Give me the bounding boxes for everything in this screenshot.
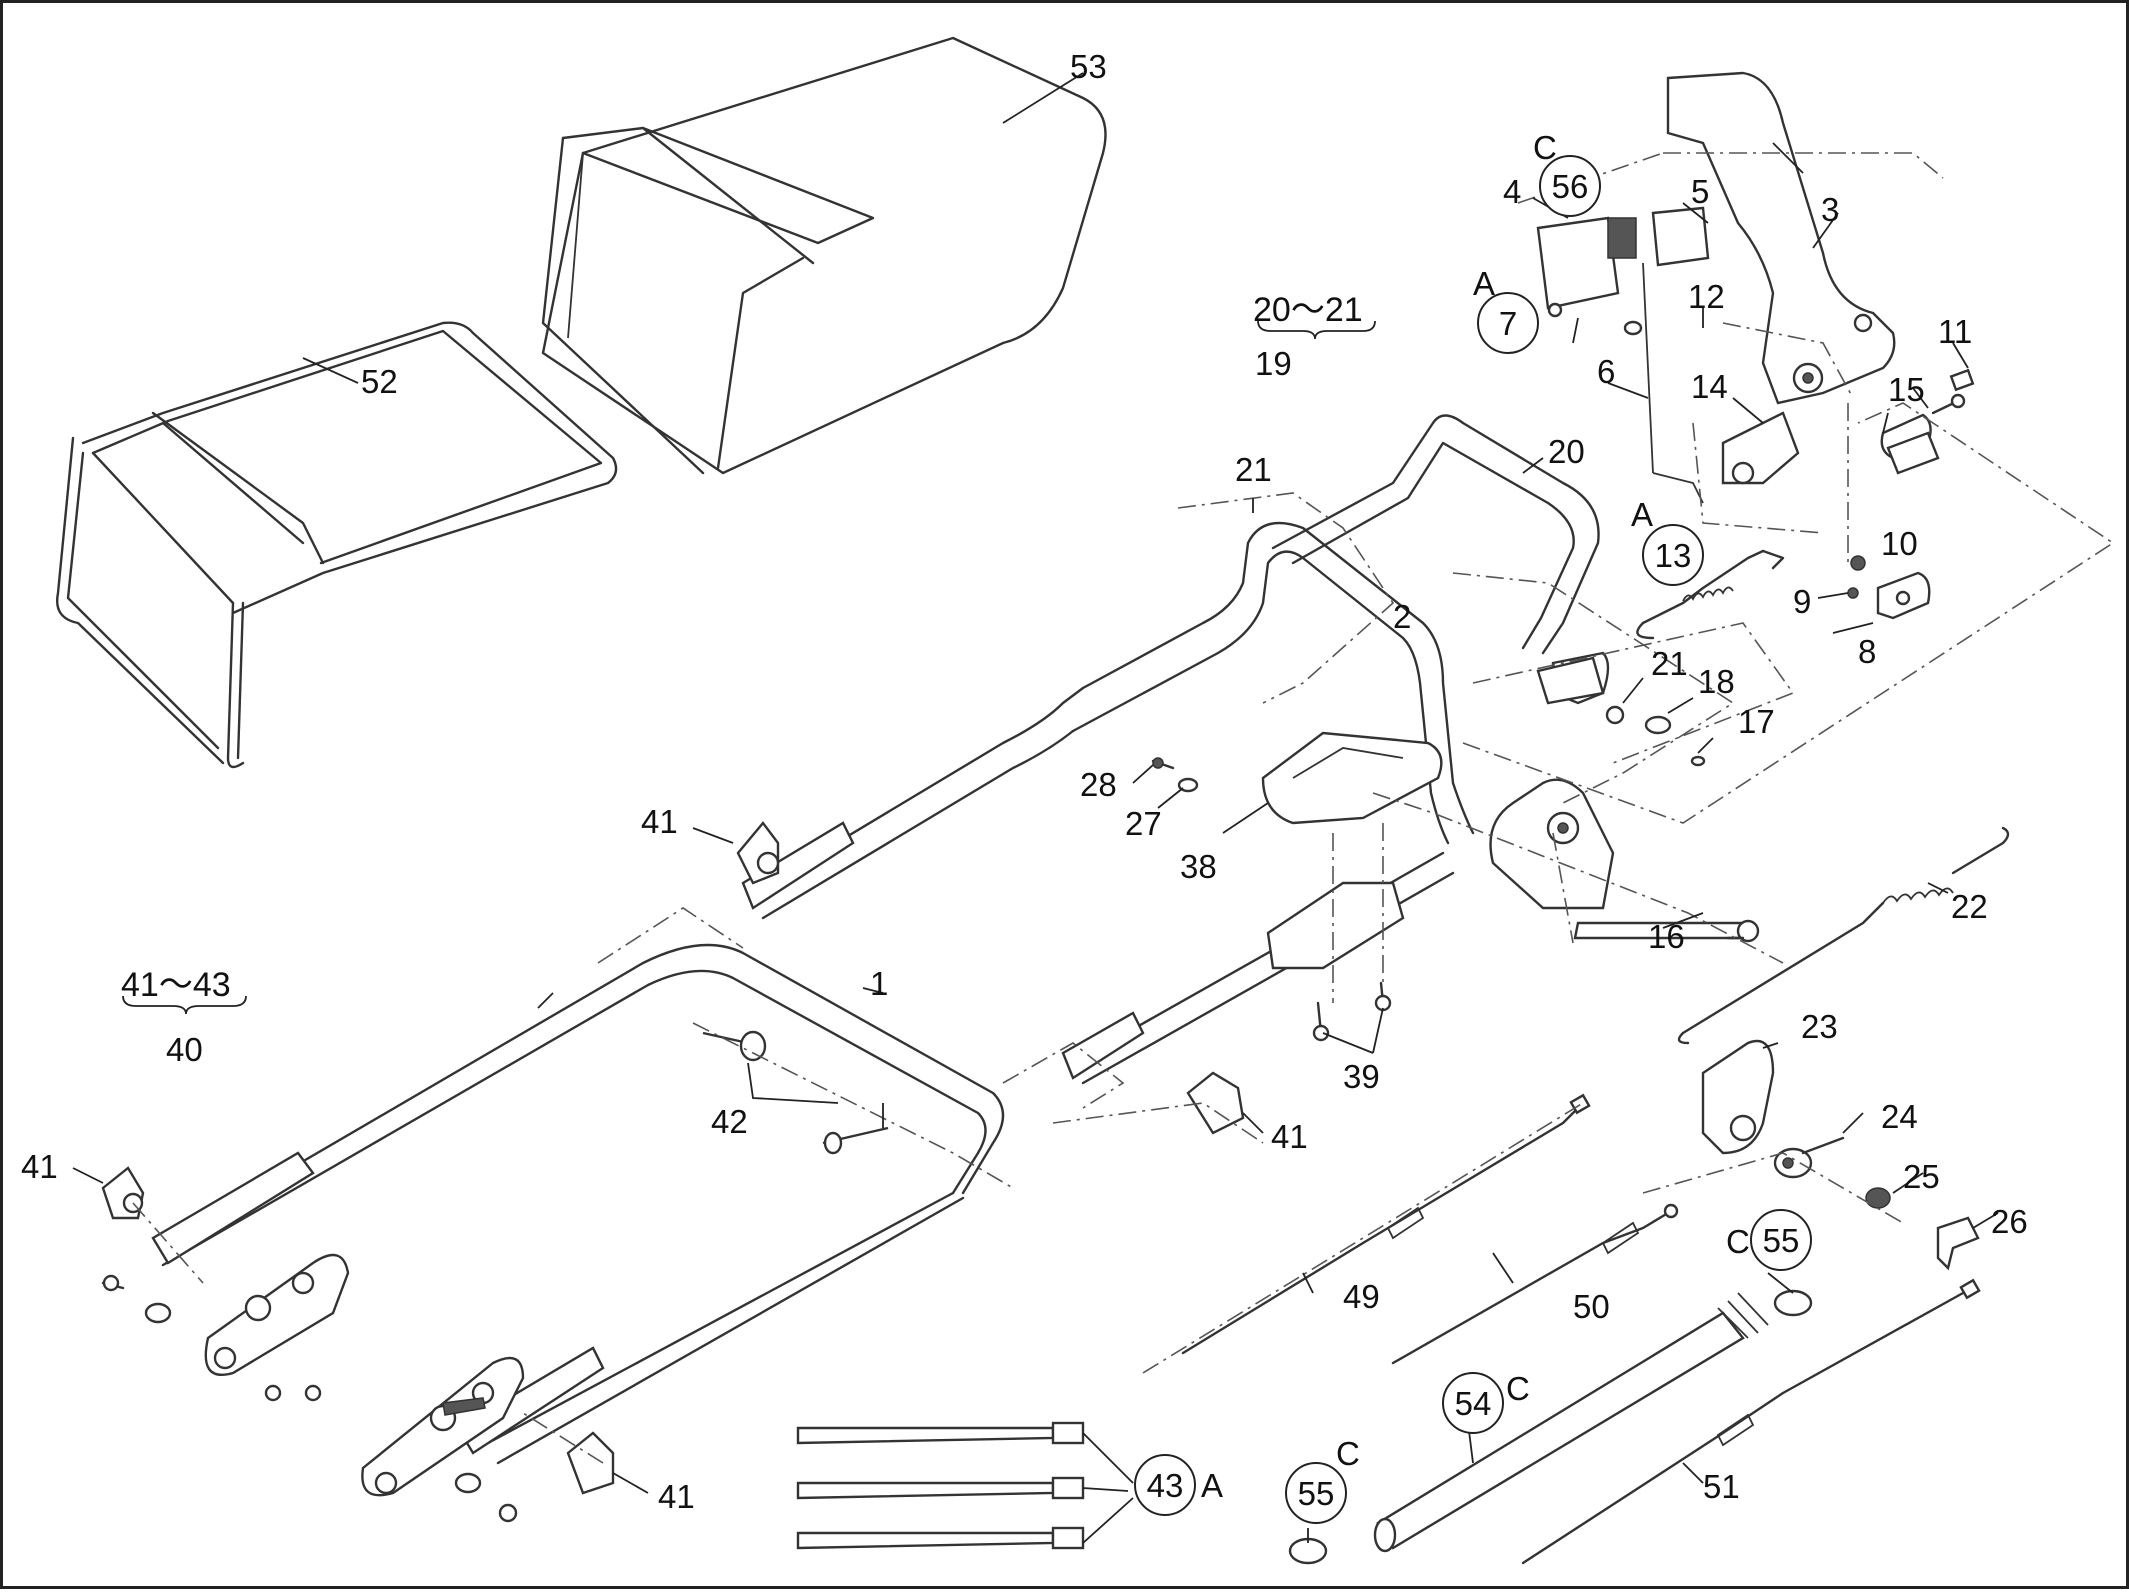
hose (1373, 1292, 1769, 1553)
upper-handle (741, 521, 1615, 1085)
label-18: 18 (1698, 663, 1735, 700)
label-40: 40 (166, 1031, 203, 1068)
callout-circle-43 (1134, 1454, 1196, 1516)
label-54: 54 (1455, 1385, 1492, 1422)
label-42: 42 (711, 1103, 748, 1140)
label-38: 38 (1180, 848, 1217, 885)
label-10: 10 (1881, 525, 1918, 562)
label-24: 24 (1881, 1098, 1918, 1135)
shift-lever-assembly (1261, 731, 1443, 970)
cable-ties (796, 1421, 1085, 1550)
callout-circle-56 (1539, 155, 1601, 217)
label-43: 43 (1147, 1467, 1184, 1504)
exploded-view-drawing: 53 52 3 4 5 6 12 11 14 15 10 9 8 20 21 2… (21, 36, 2115, 1565)
control-bracket (1536, 71, 1896, 504)
label-21a: 21 (1235, 451, 1272, 488)
label-41d: 41 (658, 1478, 695, 1515)
pivot-hardware (1536, 368, 1975, 943)
label-41a: 41 (641, 803, 678, 840)
range-braces (122, 320, 1376, 1015)
mark-a-13: A (1631, 496, 1653, 533)
label-1: 1 (870, 965, 888, 1002)
callout-circle-55a (1750, 1209, 1812, 1271)
label-4: 4 (1503, 173, 1521, 210)
label-52: 52 (361, 363, 398, 400)
mark-c-55b: C (1336, 1435, 1360, 1472)
callout-circle-54 (1442, 1372, 1504, 1434)
bag-frame (56, 321, 618, 769)
label-22: 22 (1951, 888, 1988, 925)
label-7: 7 (1499, 305, 1517, 342)
label-56: 56 (1552, 168, 1589, 205)
mark-c-55a: C (1726, 1223, 1750, 1260)
label-27: 27 (1125, 805, 1162, 842)
mark-a-43: A (1201, 1467, 1223, 1504)
cable-parts (1701, 1039, 1980, 1271)
label-2: 2 (1393, 598, 1411, 635)
label-17: 17 (1738, 703, 1775, 740)
label-16: 16 (1648, 918, 1685, 955)
label-13: 13 (1655, 537, 1692, 574)
spring-13 (1636, 549, 1785, 640)
label-12: 12 (1688, 278, 1725, 315)
label-15: 15 (1888, 371, 1925, 408)
label-41b: 41 (1271, 1118, 1308, 1155)
label-8: 8 (1858, 633, 1876, 670)
circled-callouts (1134, 155, 1812, 1524)
label-55b: 55 (1298, 1475, 1335, 1512)
label-20: 20 (1548, 433, 1585, 470)
label-14: 14 (1691, 368, 1728, 405)
label-26: 26 (1991, 1203, 2028, 1240)
label-21b: 21 (1651, 645, 1688, 682)
grass-bag (541, 36, 1107, 475)
label-19: 19 (1255, 345, 1292, 382)
handle-brackets (204, 1253, 525, 1497)
callout-circle-7 (1477, 292, 1539, 354)
callout-circle-13 (1642, 524, 1704, 586)
handle-knobs (101, 821, 1245, 1495)
label-28: 28 (1080, 766, 1117, 803)
callout-labels: 53 52 3 4 5 6 12 11 14 15 10 9 8 20 21 2… (21, 48, 2028, 1515)
lower-handle (151, 943, 1005, 1465)
range-41-43: 41～43 (121, 966, 231, 1004)
label-23: 23 (1801, 1008, 1838, 1045)
mark-a-7: A (1473, 265, 1495, 302)
label-41c: 41 (21, 1148, 58, 1185)
label-49: 49 (1343, 1278, 1380, 1315)
cables (1181, 1093, 1981, 1565)
label-53: 53 (1070, 48, 1107, 85)
label-9: 9 (1793, 583, 1811, 620)
label-39: 39 (1343, 1058, 1380, 1095)
assembly-lines (132, 152, 2115, 1464)
range-20-21: 20～21 (1253, 291, 1363, 329)
label-25: 25 (1903, 1158, 1940, 1195)
label-3: 3 (1821, 191, 1839, 228)
label-5: 5 (1691, 173, 1709, 210)
label-55a: 55 (1763, 1222, 1800, 1259)
mark-c-54: C (1506, 1370, 1530, 1407)
spring-22 (1677, 826, 2010, 1045)
mark-c-56: C (1533, 129, 1557, 166)
label-11: 11 (1938, 313, 1972, 350)
label-6: 6 (1597, 353, 1615, 390)
label-51: 51 (1703, 1468, 1740, 1505)
callout-circle-55b (1285, 1462, 1347, 1524)
label-50: 50 (1573, 1288, 1610, 1325)
